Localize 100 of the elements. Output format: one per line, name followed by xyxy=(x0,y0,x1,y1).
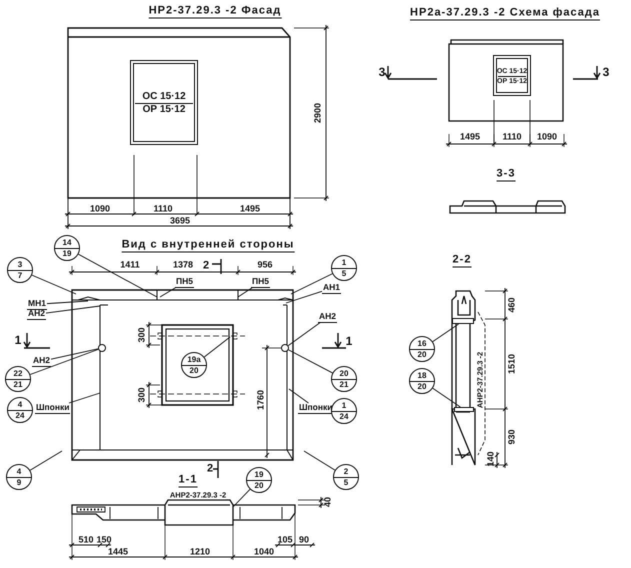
part-label: АН2 xyxy=(318,312,338,322)
part-label: АН1 xyxy=(322,283,342,294)
part-label: АН2 xyxy=(27,309,46,320)
leader-line xyxy=(30,348,99,375)
dimension-value: 1110 xyxy=(502,132,522,142)
callout-number: 19а xyxy=(186,356,202,364)
section-mark: 1 xyxy=(14,334,22,346)
dimension-value: 1210 xyxy=(190,548,210,556)
anchor-loop xyxy=(98,344,106,352)
callout-bubble xyxy=(409,368,435,394)
callout-number: 24 xyxy=(14,412,26,420)
drawing-title: 3-3 xyxy=(496,168,516,182)
callout-bubble xyxy=(331,398,357,424)
dimension-value: 90 xyxy=(299,536,309,544)
leader-line xyxy=(288,349,333,374)
window-opening xyxy=(130,60,198,145)
callout-number: 4 xyxy=(16,401,24,409)
dimension-value: 1445 xyxy=(108,548,128,556)
drawing-title: НР2-37.29.3 -2 Фасад xyxy=(148,6,282,18)
callout-number: 20 xyxy=(416,383,428,391)
callout-number: 16 xyxy=(416,340,428,348)
leader-line xyxy=(160,287,176,298)
callout-number: 3 xyxy=(16,261,24,269)
section-mark: 2 xyxy=(202,260,210,272)
dimension-value: 1090 xyxy=(536,132,558,142)
leader-line xyxy=(68,392,100,404)
callout-number: 9 xyxy=(16,479,22,487)
leader-line xyxy=(290,273,333,294)
dimension-value: 300 xyxy=(138,387,146,403)
dimension-value: 1040 xyxy=(254,548,274,556)
dimension-value: 150 xyxy=(96,536,112,544)
callout-number: 20 xyxy=(416,351,428,359)
dimension-value: 40 xyxy=(324,497,332,507)
part-label: МН1 xyxy=(27,299,47,310)
window-opening xyxy=(493,55,531,96)
callout-number: 19 xyxy=(62,250,72,258)
callout-bubble xyxy=(331,255,357,281)
leader-line xyxy=(204,336,230,358)
leader-line xyxy=(32,274,76,294)
dimension-value: 1495 xyxy=(460,132,480,142)
dimension-value: 956 xyxy=(257,260,273,270)
callout-bubble xyxy=(54,235,80,261)
callout-number: 2 xyxy=(342,468,350,476)
dimension-value: 460 xyxy=(508,297,516,313)
callout-number: 21 xyxy=(12,381,24,389)
leader-line xyxy=(432,388,461,408)
callout-number: 5 xyxy=(342,479,350,487)
window-mark: ОС 15·12 xyxy=(141,92,187,102)
leader-line xyxy=(30,450,62,471)
callout-number: 20 xyxy=(338,370,350,378)
dimension-value: 1411 xyxy=(120,260,140,270)
dimension-value: 1090 xyxy=(90,204,110,214)
section-mark: 3 xyxy=(378,66,386,78)
dimension-value: 300 xyxy=(138,327,146,343)
drawing-title: 1-1 xyxy=(178,474,198,488)
callout-bubble xyxy=(181,352,207,378)
window-mark: ОР 15·12 xyxy=(142,104,186,114)
joint-strip xyxy=(454,407,474,412)
anchor-loop xyxy=(281,344,289,352)
drawing-title: Вид с внутренней стороны xyxy=(122,240,294,252)
callout-number: 24 xyxy=(338,413,350,421)
dimension-value: 1510 xyxy=(508,354,516,374)
dimension-value: 105 xyxy=(277,536,293,544)
dimension-value: 2900 xyxy=(314,102,322,124)
callout-bubble xyxy=(409,336,435,362)
section-mark: 3 xyxy=(602,66,610,78)
drawing-title: 2-2 xyxy=(452,254,472,268)
part-label: ПН5 xyxy=(251,277,270,288)
callout-bubble xyxy=(333,464,359,490)
callout-number: 14 xyxy=(62,239,72,247)
leader-line xyxy=(432,324,460,342)
dimension-value: 140 xyxy=(486,451,496,467)
leader-line xyxy=(238,287,253,298)
leader-line xyxy=(46,306,100,314)
callout-number: 20 xyxy=(254,482,264,490)
callout-number: 20 xyxy=(188,367,200,375)
section-mark: 2 xyxy=(206,464,214,474)
callout-number: 4 xyxy=(16,468,22,476)
leader-line xyxy=(288,388,309,404)
callout-bubble xyxy=(7,397,33,423)
callout-number: 21 xyxy=(338,381,350,389)
dimension-value: 930 xyxy=(508,429,516,445)
callout-number: 7 xyxy=(16,272,24,280)
callout-bubble xyxy=(5,366,31,392)
callout-number: 22 xyxy=(12,370,24,378)
leader-line xyxy=(304,450,336,471)
part-label: АН2 xyxy=(32,356,52,366)
leader-line xyxy=(286,290,322,304)
leader-line xyxy=(232,488,250,508)
dimension-value: 1495 xyxy=(240,204,260,214)
callout-bubble xyxy=(246,467,272,493)
dimension-value: 1110 xyxy=(153,204,173,214)
callout-bubble xyxy=(6,464,32,490)
callout-number: 1 xyxy=(340,402,348,410)
callout-number: 19 xyxy=(254,471,264,479)
leader-line xyxy=(288,322,321,346)
joint-strip xyxy=(452,318,474,324)
drawing-title: НР2а-37.29.3 -2 Схема фасада xyxy=(410,8,600,20)
section-mark: 1 xyxy=(346,335,352,347)
leader-line xyxy=(78,254,158,298)
